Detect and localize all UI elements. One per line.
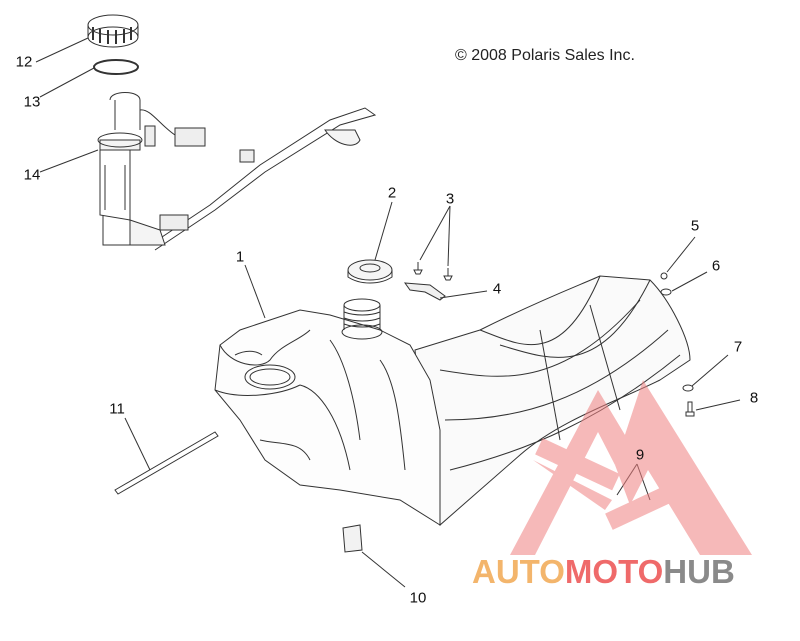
copyright-notice: © 2008 Polaris Sales Inc. — [455, 47, 635, 64]
callout-7: 7 — [733, 338, 743, 356]
callout-12: 12 — [15, 53, 33, 71]
callout-14: 14 — [23, 166, 41, 184]
seal-drawing — [93, 59, 139, 75]
callout-3: 3 — [445, 190, 455, 208]
callout-5: 5 — [690, 217, 700, 235]
lock-ring-drawing — [87, 14, 139, 48]
leader-lines — [35, 37, 741, 588]
bracket-drawing — [403, 282, 446, 301]
callout-2: 2 — [387, 184, 397, 202]
watermark-logo — [510, 380, 752, 555]
fuel-cap-drawing — [347, 259, 393, 284]
screws-drawing — [413, 262, 453, 281]
watermark-text: AUTOMOTOHUB — [472, 553, 735, 591]
callout-1: 1 — [235, 248, 245, 266]
nut-drawing — [660, 272, 668, 280]
pad-drawing — [342, 524, 363, 553]
fuel-tank-drawing — [214, 309, 441, 526]
washer-7-drawing — [682, 384, 694, 392]
vent-line-drawing — [114, 431, 219, 495]
bolt-drawing — [685, 401, 695, 417]
fuel-pump-drawing — [97, 92, 377, 251]
callout-10: 10 — [409, 589, 427, 607]
fuel-neck-drawing — [341, 298, 383, 340]
callout-6: 6 — [711, 257, 721, 275]
callout-13: 13 — [23, 93, 41, 111]
watermark-hub: HUB — [663, 553, 735, 590]
callout-4: 4 — [492, 280, 502, 298]
washer-drawing — [660, 288, 672, 296]
callout-9: 9 — [635, 446, 645, 464]
watermark-auto: AUTO — [472, 553, 565, 590]
callout-11: 11 — [109, 400, 125, 418]
callout-8: 8 — [749, 389, 759, 407]
watermark-moto: MOTO — [564, 553, 664, 590]
